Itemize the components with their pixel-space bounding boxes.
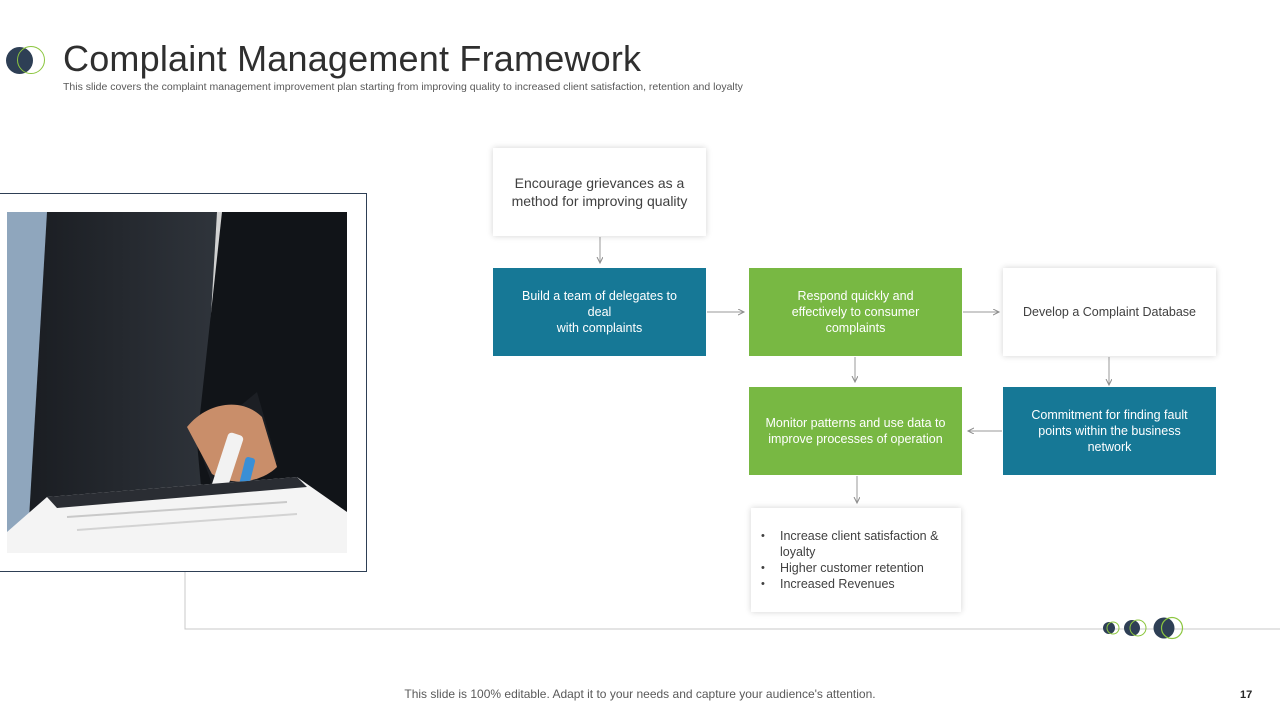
page-number: 17 [1240,689,1253,701]
logo-mark [6,46,46,76]
node-outcomes: Increase client satisfaction & loyalty H… [751,508,961,612]
decorative-circles [1103,616,1184,640]
outcome-item: Increased Revenues [761,576,951,592]
logo-circle-outline [17,46,45,74]
node-monitor-patterns: Monitor patterns and use data to improve… [749,387,962,475]
bottom-rule [184,572,1280,630]
outcomes-list: Increase client satisfaction & loyalty H… [761,528,951,592]
node-commitment-line-3: network [1087,440,1132,454]
node-build-team: Build a team of delegates to deal with c… [493,268,706,356]
node-respond-quickly: Respond quickly and effectively to consu… [749,268,962,356]
node-respond-line-3: complaints [825,321,886,335]
page-subtitle: This slide covers the complaint manageme… [63,81,743,93]
node-database-text: Develop a Complaint Database [1022,305,1197,319]
node-monitor-line-1: Monitor patterns and use data to [765,416,946,430]
node-commitment-line-1: Commitment for finding fault [1031,408,1188,422]
business-meeting-photo [7,212,347,553]
outcome-item: Higher customer retention [761,560,951,576]
footer-note: This slide is 100% editable. Adapt it to… [404,687,876,701]
node-build-team-line-3: with complaints [556,321,643,335]
page-title: Complaint Management Framework [63,38,642,79]
node-monitor-line-2: improve processes of operation [768,432,943,446]
node-build-team-line-1: Build a team of delegates to [522,289,677,303]
node-encourage-grievances: Encourage grievances as a method for imp… [493,148,706,236]
node-encourage-text: Encourage grievances as a method for imp… [511,175,688,209]
node-respond-line-1: Respond quickly and [797,289,914,303]
outcome-item: Increase client satisfaction & loyalty [761,528,951,560]
node-build-team-line-2: deal [587,305,612,319]
node-respond-line-2: effectively to consumer [791,305,920,319]
photo-illustration [7,212,347,553]
node-commitment-line-2: points within the business [1038,424,1181,438]
node-complaint-database: Develop a Complaint Database [1003,268,1216,356]
node-commitment-fault-points: Commitment for finding fault points with… [1003,387,1216,475]
